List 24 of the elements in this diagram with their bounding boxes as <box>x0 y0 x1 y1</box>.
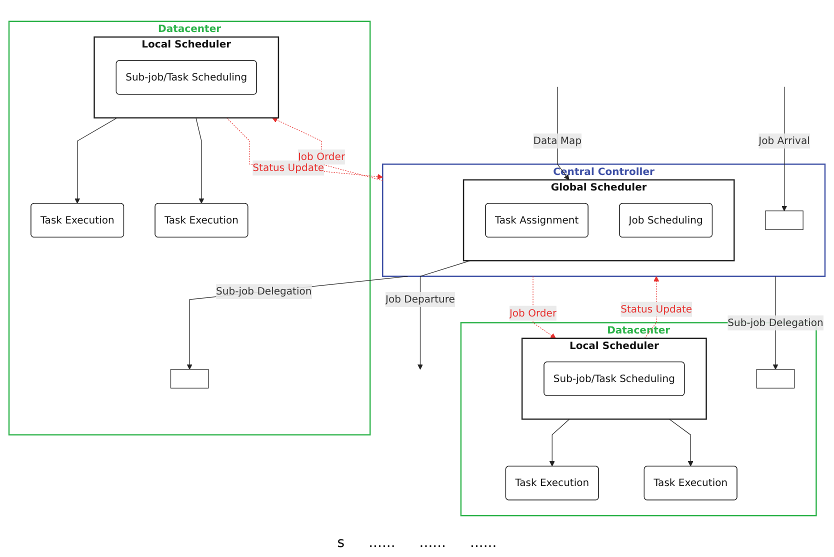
edge-label: Job Order <box>509 307 557 319</box>
edge-label: Data Map <box>533 134 582 147</box>
note-text: s <box>337 535 345 551</box>
node-box <box>756 369 795 388</box>
edge-label: Status Update <box>252 162 324 174</box>
arrow <box>668 418 694 466</box>
arrow <box>782 86 788 212</box>
note-text: ...... <box>470 535 497 551</box>
arrow <box>272 117 383 181</box>
edge-label: Job Order <box>298 150 346 163</box>
edge-label: Job Arrival <box>758 134 810 147</box>
arrow <box>549 418 570 466</box>
arrow <box>226 118 383 180</box>
edge-label: Sub-job Delegation <box>728 316 824 328</box>
note-text: ...... <box>368 535 396 551</box>
arrow <box>74 118 118 204</box>
edge-label: Status Update <box>620 303 692 315</box>
node-box <box>765 210 804 230</box>
arrow <box>196 118 204 204</box>
edge-label: Job Departure <box>385 293 455 306</box>
arrow <box>186 276 408 370</box>
node-box <box>170 369 209 388</box>
note-text: ...... <box>419 535 446 551</box>
edge-label: Sub-job Delegation <box>216 285 312 298</box>
